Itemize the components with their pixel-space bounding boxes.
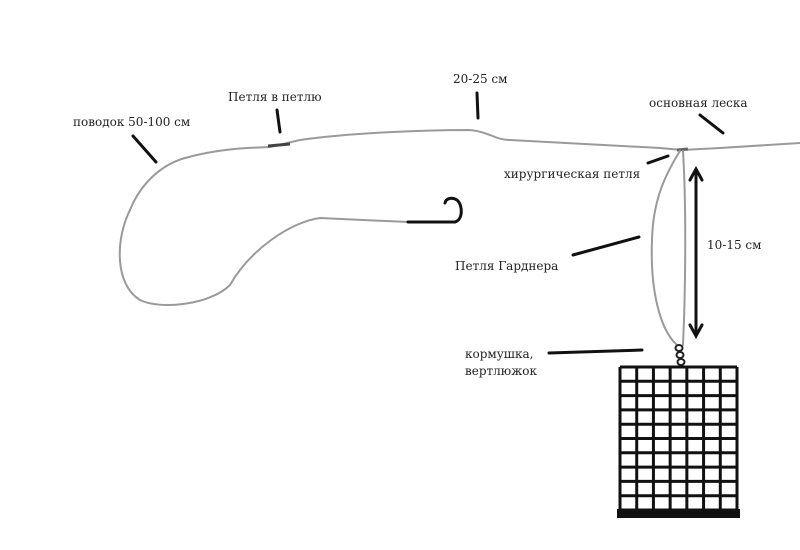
pointer-gardner-loop	[571, 235, 641, 257]
pointer-loop-to-loop	[275, 108, 282, 134]
surgeon-knot	[676, 147, 689, 152]
label-10-15: 10-15 см	[707, 238, 761, 252]
hook	[406, 196, 463, 224]
label-main-line: основная леска	[649, 96, 748, 110]
label-feeder: кормушка,	[465, 347, 533, 361]
label-20-25: 20-25 см	[453, 72, 507, 86]
label-surgeon-loop: хирургическая петля	[504, 167, 640, 181]
swivel	[674, 344, 686, 366]
feeder-weight	[617, 509, 740, 518]
gardner-loop	[650, 150, 687, 346]
dimension-arrow-10-15	[688, 165, 704, 340]
fishing-line	[118, 129, 800, 306]
label-swivel: вертлюжок	[465, 364, 538, 378]
label-gardner-loop: Петля Гарднера	[455, 259, 558, 273]
pointer-feeder	[547, 348, 644, 355]
pointer-surgeon-loop	[646, 154, 670, 165]
pointer-leader	[131, 134, 158, 164]
pointer-20-25	[475, 91, 480, 120]
feeder-cage	[618, 365, 739, 512]
label-loop-to-loop: Петля в петлю	[228, 90, 322, 104]
label-leader: поводок 50-100 см	[73, 115, 190, 129]
loop-knot	[267, 142, 291, 148]
pointer-main-line	[698, 113, 725, 135]
